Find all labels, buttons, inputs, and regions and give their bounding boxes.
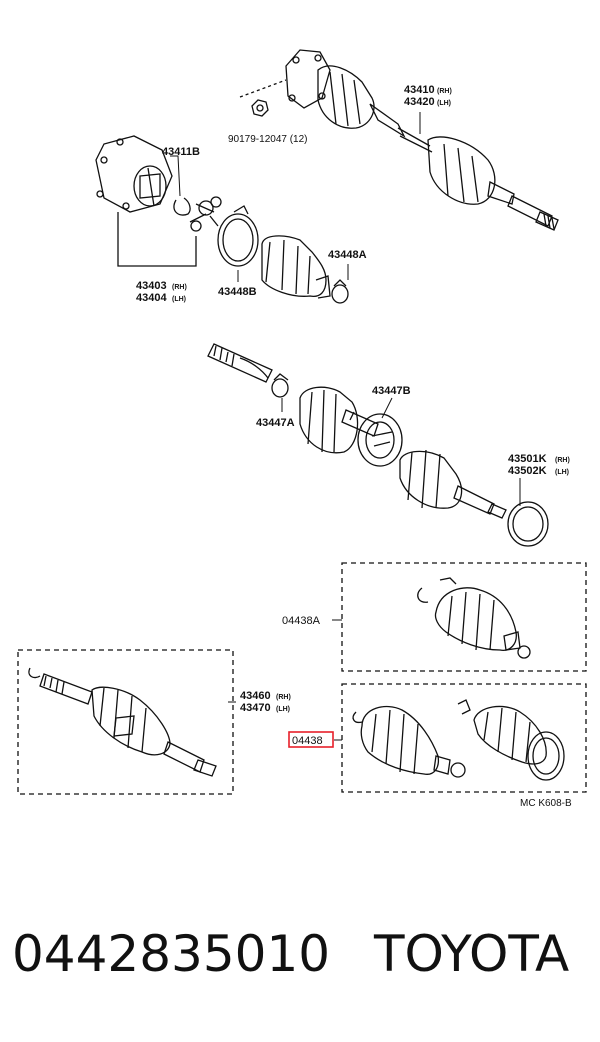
part-labels: 43410 (RH) 43420 (LH) 90179-12047 (12) 4…	[136, 84, 572, 809]
label-43470: 43470	[240, 702, 271, 714]
outer-joint-shaft-top	[285, 49, 559, 231]
part-number: 0442835010	[12, 925, 331, 983]
label-04438A: 04438A	[282, 615, 321, 627]
clamp-ring-43501K	[507, 501, 549, 547]
label-43404: 43404	[136, 292, 167, 304]
kit-04438A-box	[341, 562, 587, 672]
middle-shaft	[207, 343, 273, 383]
label-43460-side: (RH)	[276, 694, 291, 701]
kit-04438-box	[341, 683, 587, 793]
label-43502K-side: (LH)	[555, 469, 569, 476]
label-43501K-side: (RH)	[555, 457, 570, 464]
clamp-43448B	[217, 205, 259, 267]
snap-ring-43411B	[173, 197, 191, 216]
spider-43447B	[357, 413, 403, 467]
footer: 0442835010 TOYOTA	[0, 925, 600, 1005]
diagram-reference: MC K608-B	[520, 798, 572, 809]
label-43404-side: (LH)	[172, 296, 186, 303]
label-04438: 04438	[292, 735, 323, 747]
parts-diagram: 43410 (RH) 43420 (LH) 90179-12047 (12) 4…	[17, 49, 587, 809]
label-90179: 90179-12047 (12)	[228, 134, 308, 145]
leader-lines	[170, 112, 521, 741]
tripod-joint	[189, 196, 222, 232]
boot-inner	[261, 235, 331, 299]
label-43448A: 43448A	[328, 249, 367, 261]
label-43410-side: (RH)	[437, 88, 452, 95]
inner-joint-housing	[95, 135, 173, 213]
clamp-43448A	[331, 279, 349, 304]
label-43501K: 43501K	[508, 453, 547, 465]
label-43447B: 43447B	[372, 385, 411, 397]
highlight-box	[288, 731, 334, 748]
label-43403: 43403	[136, 280, 167, 292]
label-43411B: 43411B	[162, 146, 200, 158]
outer-boot-43501K	[399, 449, 507, 519]
diagram-svg: 43410 (RH) 43420 (LH) 90179-12047 (12) 4…	[17, 49, 587, 809]
label-43447A: 43447A	[256, 417, 295, 429]
label-43448B: 43448B	[218, 286, 257, 298]
label-43410: 43410	[404, 84, 435, 96]
label-43470-side: (LH)	[276, 706, 290, 713]
label-43420: 43420	[404, 96, 435, 108]
label-43403-side: (RH)	[172, 284, 187, 291]
label-43460: 43460	[240, 690, 271, 702]
brand-name: TOYOTA	[374, 925, 570, 983]
clamp-43447A	[271, 373, 289, 398]
bracket-43403	[117, 212, 197, 267]
label-43420-side: (LH)	[437, 100, 451, 107]
shaft-43460-box	[17, 649, 234, 795]
nut-icon	[239, 79, 287, 117]
label-43502K: 43502K	[508, 465, 547, 477]
